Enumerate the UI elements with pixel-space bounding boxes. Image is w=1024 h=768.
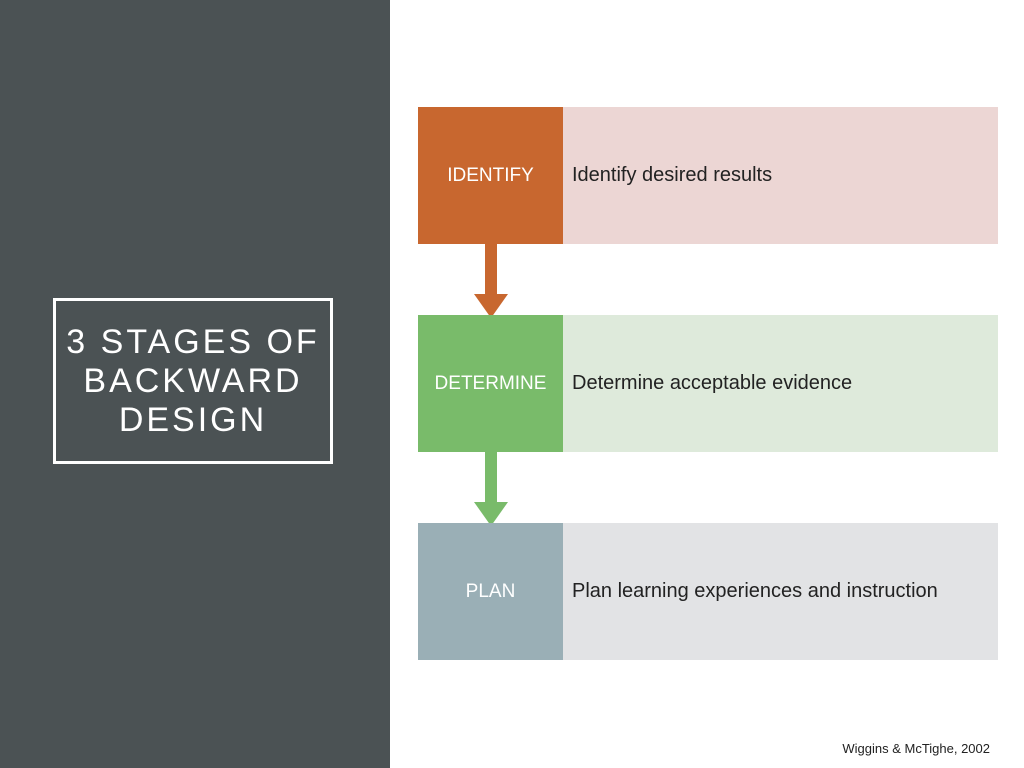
arrow-down-icon <box>474 452 508 526</box>
title-line-3: DESIGN <box>118 400 268 439</box>
stage-plan-label: PLAN <box>418 523 563 660</box>
arrow-down-icon <box>474 244 508 318</box>
stage-identify: IDENTIFY Identify desired results <box>418 107 998 244</box>
stage-identify-label: IDENTIFY <box>418 107 563 244</box>
arrow-shaft <box>485 452 497 502</box>
title-line-2: BACKWARD <box>83 361 303 400</box>
title-line-1: 3 STAGES OF <box>66 322 320 361</box>
arrow-head <box>474 294 508 318</box>
stage-plan: PLAN Plan learning experiences and instr… <box>418 523 998 660</box>
stage-determine: DETERMINE Determine acceptable evidence <box>418 315 998 452</box>
stage-identify-description: Identify desired results <box>563 107 998 244</box>
stage-plan-description: Plan learning experiences and instructio… <box>563 523 998 660</box>
arrow-head <box>474 502 508 526</box>
title-box: 3 STAGES OF BACKWARD DESIGN <box>53 298 333 464</box>
sidebar-panel: 3 STAGES OF BACKWARD DESIGN <box>0 0 390 768</box>
stage-determine-description: Determine acceptable evidence <box>563 315 998 452</box>
arrow-shaft <box>485 244 497 294</box>
stage-determine-label: DETERMINE <box>418 315 563 452</box>
citation: Wiggins & McTighe, 2002 <box>842 741 990 756</box>
